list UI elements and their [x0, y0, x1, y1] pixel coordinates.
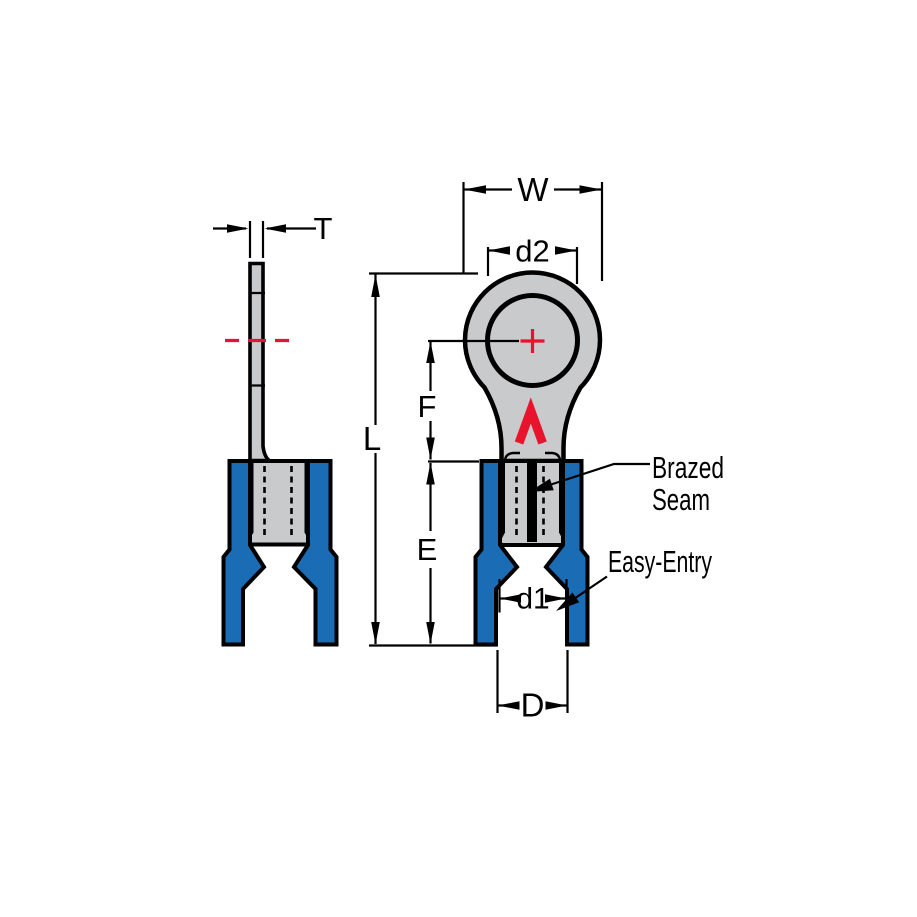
brazed-seam-leader-arrow — [529, 478, 554, 492]
crimp-chevron-mark — [514, 397, 547, 445]
dim-T-label: T — [314, 211, 333, 246]
dim-d1-arrow-left — [500, 594, 521, 603]
dimension-W: W — [462, 171, 604, 281]
dim-D-arrow-left — [498, 701, 520, 710]
dim-D-extension-lines — [496, 650, 569, 713]
dim-d2-label: d2 — [515, 234, 549, 269]
dim-W-extension-lines — [462, 182, 604, 281]
dim-d2-arrow-left — [488, 246, 510, 255]
dim-F-arrow-top — [426, 341, 435, 363]
dim-F-arrow-bottom — [426, 437, 435, 460]
dimension-T: T — [213, 211, 333, 258]
dimension-L: L — [363, 272, 497, 647]
dim-d1-label: d1 — [516, 583, 549, 616]
dimension-F: F — [418, 339, 519, 463]
dimension-D: D — [496, 650, 569, 724]
dimension-E: E — [417, 462, 438, 644]
side-view — [221, 261, 339, 647]
dim-W-label: W — [517, 171, 549, 208]
barrel-shoulder-arcs — [503, 451, 562, 461]
dim-F-label: F — [418, 389, 437, 424]
side-insulation-right-wall — [291, 459, 339, 647]
brazed-seam-bar — [527, 462, 537, 542]
dim-D-label: D — [521, 687, 545, 724]
side-tongue-hole-marks — [249, 291, 265, 387]
dim-L-arrow-top — [371, 274, 380, 297]
side-insulation-left-wall — [221, 459, 267, 647]
dim-W-arrow-right — [579, 185, 602, 194]
dimension-d2: d2 — [486, 234, 579, 284]
front-view — [462, 270, 603, 647]
dim-T-arrow-left — [227, 224, 249, 233]
dim-d2-extension-lines — [486, 247, 579, 284]
side-metal-barrel — [244, 459, 314, 547]
front-insulation-left-wall — [473, 459, 520, 647]
dim-E-label: E — [417, 532, 438, 567]
brazed-seam-label-line2: Seam — [652, 482, 710, 517]
brazed-seam-leader-line — [547, 462, 650, 487]
dim-L-label: L — [363, 420, 381, 457]
dim-E-arrow-top — [426, 462, 435, 485]
callout-easy-entry: Easy-Entry — [556, 544, 712, 611]
easy-entry-label: Easy-Entry — [608, 544, 712, 579]
side-barrel-hidden-edges — [263, 466, 293, 536]
dim-W-arrow-left — [464, 185, 486, 194]
front-insulation-right-wall — [543, 459, 590, 647]
dim-L-arrow-bottom — [371, 622, 380, 645]
hole-center-mark — [520, 329, 545, 353]
dim-D-arrow-right — [545, 701, 567, 710]
dim-E-arrow-bottom — [426, 622, 435, 644]
brazed-seam-label-line1: Brazed — [652, 450, 724, 485]
easy-entry-leader-arrow — [556, 592, 580, 611]
callout-brazed-seam: Brazed Seam — [529, 450, 724, 517]
dim-T-arrow-right — [264, 224, 286, 233]
front-barrel-hidden-edges — [515, 466, 545, 536]
dim-d2-arrow-right — [555, 246, 577, 255]
dim-d1-arrow-right — [545, 594, 566, 603]
dim-T-extension-lines — [248, 221, 265, 258]
